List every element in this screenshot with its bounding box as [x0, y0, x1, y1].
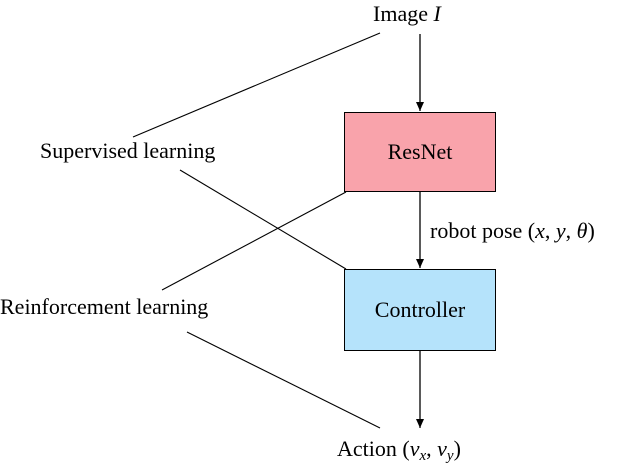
robot-pose-comma-2: ,	[565, 218, 572, 243]
resnet-label: ResNet	[387, 139, 453, 164]
robot-pose-close: )	[587, 218, 595, 243]
action-text: Action	[337, 436, 397, 461]
action-node-label: Action (vx, vy)	[337, 436, 461, 464]
robot-pose-open: (	[527, 218, 536, 243]
action-close: )	[453, 436, 461, 461]
action-open: (	[402, 436, 410, 461]
action-vx-sub: x	[419, 448, 427, 464]
robot-pose-x: x	[535, 218, 545, 243]
supervised-to-image-line	[132, 32, 381, 138]
controller-label: Controller	[374, 297, 466, 322]
robot-pose-theta: θ	[576, 218, 588, 243]
robot-pose-y: y	[555, 218, 566, 243]
controller-block: Controller	[344, 269, 496, 351]
action-vy-sub: y	[446, 448, 454, 464]
reinforcement-learning-label: Reinforcement learning	[0, 294, 209, 319]
image-text: Image	[373, 1, 428, 26]
image-node-label: Image I	[373, 1, 441, 27]
action-vy-v: v	[437, 436, 447, 461]
robot-pose-text: robot pose	[430, 218, 523, 243]
resnet-block: ResNet	[344, 112, 496, 192]
reinforcement-to-action-line	[186, 331, 381, 429]
robot-pose-comma-1: ,	[544, 218, 551, 243]
supervised-to-controller-line	[179, 169, 347, 270]
reinforcement-to-resnet-line	[161, 191, 347, 291]
supervised-learning-label: Supervised learning	[40, 138, 216, 163]
action-vx-v: v	[409, 436, 420, 461]
action-comma: ,	[426, 436, 432, 461]
image-symbol: I	[433, 1, 441, 26]
robot-pose-label: robot pose (x, y, θ)	[430, 218, 595, 244]
